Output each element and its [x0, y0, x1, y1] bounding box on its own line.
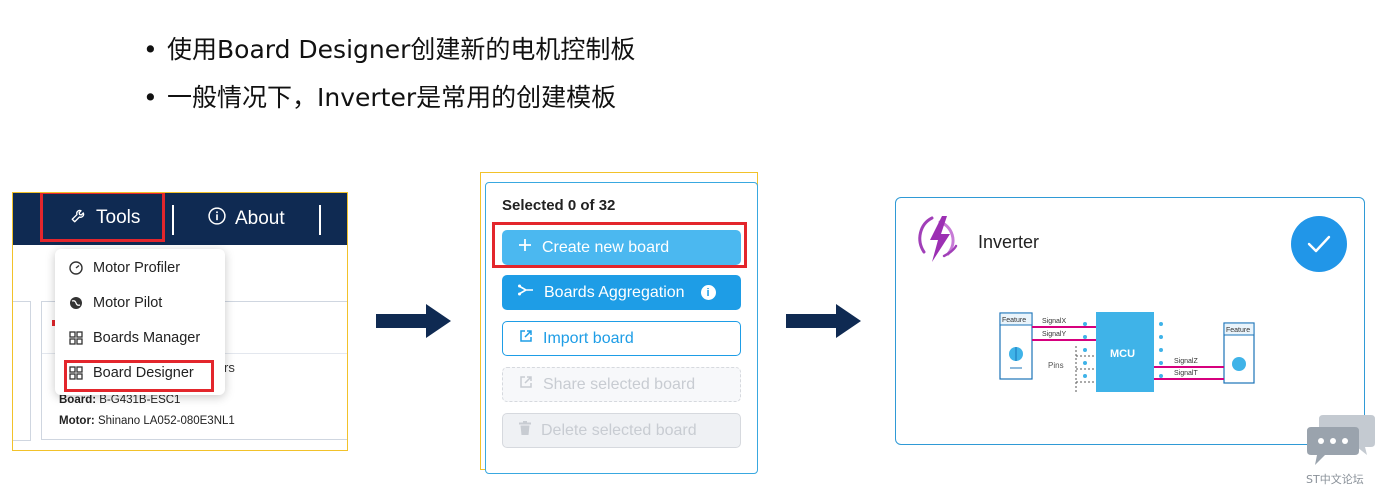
signal-t-label: SignalT [1174, 370, 1198, 377]
arrow-right-icon [786, 304, 861, 338]
top-navbar: Tools About [13, 193, 347, 245]
plus-icon [518, 238, 532, 257]
bullet-1: •使用Board Designer创建新的电机控制板 [143, 35, 636, 64]
card-trailing-text: rs [224, 360, 235, 375]
import-board-button[interactable]: Import board [502, 321, 741, 356]
import-icon [519, 329, 533, 348]
create-new-board-button[interactable]: Create new board [502, 230, 741, 265]
left-card-edge [13, 301, 31, 441]
create-board-highlight-box [492, 222, 747, 268]
signal-y-label: SignalY [1042, 331, 1066, 338]
trash-icon [519, 421, 531, 440]
arrow-right-icon [376, 304, 451, 338]
info-icon [207, 206, 227, 232]
nav-about[interactable]: About [207, 206, 285, 232]
selection-count: Selected 0 of 32 [502, 197, 616, 214]
board-icon [69, 331, 83, 345]
merge-icon [518, 283, 534, 302]
inverter-template-card[interactable]: Inverter Feature Feature MCU SignalX Sig… [895, 197, 1365, 445]
inverter-block-diagram: Feature Feature MCU SignalX SignalY Pins… [999, 312, 1255, 392]
board-designer-highlight-box [64, 360, 214, 392]
menu-item-boards-manager[interactable]: Boards Manager [69, 330, 200, 346]
mcu-label: MCU [1110, 348, 1135, 360]
tools-menu-panel: Tools About rs Board: B-G431B-ESC1 Motor… [12, 192, 348, 451]
info-icon[interactable]: i [700, 285, 716, 300]
globe-icon [69, 296, 83, 310]
feature-right-label: Feature [1226, 327, 1250, 334]
signal-x-label: SignalX [1042, 318, 1066, 325]
bullet-2: •一般情况下，Inverter是常用的创建模板 [143, 83, 617, 112]
forum-chat-logo-icon [1307, 415, 1375, 465]
template-name: Inverter [978, 232, 1040, 252]
watermark-text: ST中文论坛 [1306, 473, 1364, 486]
share-icon [519, 375, 533, 394]
boards-aggregation-button[interactable]: Boards Aggregation i [502, 275, 741, 310]
delete-selected-board-button[interactable]: Delete selected board [502, 413, 741, 448]
tools-dropdown-menu: Motor Profiler Motor Pilot Boards Manage… [55, 249, 225, 395]
pins-label: Pins [1048, 361, 1064, 370]
card-board-line: Board: B-G431B-ESC1 [59, 394, 181, 406]
board-icon [69, 366, 83, 380]
nav-tools[interactable]: Tools [70, 206, 140, 230]
share-selected-board-button[interactable]: Share selected board [502, 367, 741, 402]
menu-item-motor-pilot[interactable]: Motor Pilot [69, 295, 162, 311]
card-motor-line: Motor: Shinano LA052-080E3NL1 [59, 415, 235, 427]
feature-left-label: Feature [1002, 317, 1026, 324]
board-actions-panel: Selected 0 of 32 Create new board Boards… [485, 182, 758, 474]
tools-highlight-box [40, 193, 165, 242]
menu-item-board-designer[interactable]: Board Designer [69, 365, 194, 381]
signal-z-label: SignalZ [1174, 358, 1198, 365]
bullet-2-text: 一般情况下，Inverter是常用的创建模板 [167, 83, 617, 112]
nav-tools-label: Tools [96, 207, 141, 228]
menu-item-motor-profiler[interactable]: Motor Profiler [69, 260, 180, 276]
selected-check-icon[interactable] [1291, 216, 1347, 272]
wrench-icon [70, 206, 88, 230]
bullet-1-text: 使用Board Designer创建新的电机控制板 [167, 35, 636, 64]
nav-about-label: About [235, 208, 285, 229]
inverter-logo-icon [918, 216, 958, 262]
gauge-icon [69, 261, 83, 275]
